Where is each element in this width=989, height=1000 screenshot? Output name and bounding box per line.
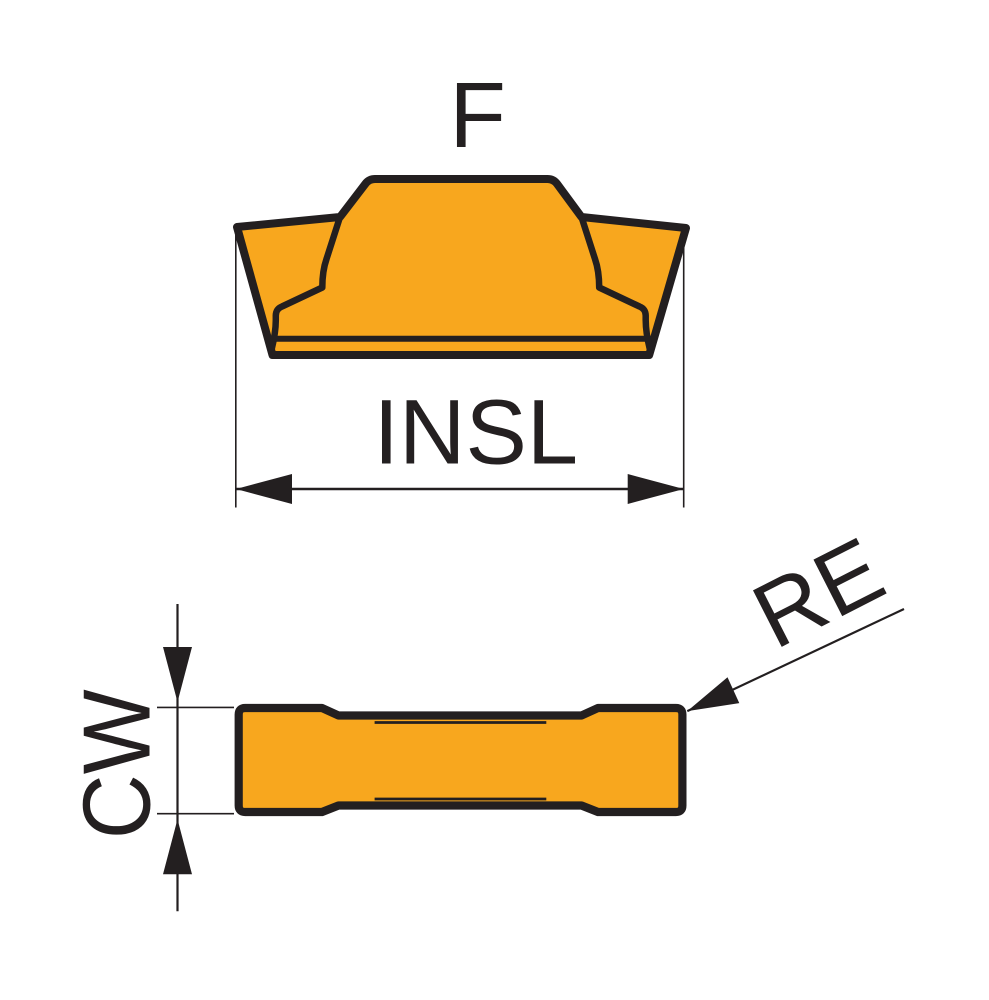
svg-text:CW: CW — [63, 689, 170, 839]
svg-text:RE: RE — [738, 518, 901, 668]
svg-text:F: F — [449, 63, 506, 167]
svg-text:INSL: INSL — [374, 381, 579, 483]
